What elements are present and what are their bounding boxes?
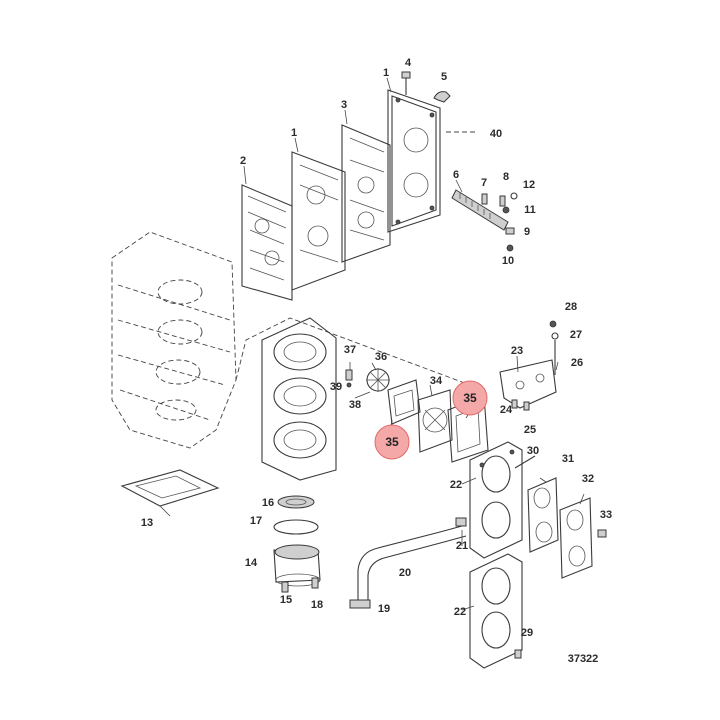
callout-label-18: 18 <box>311 599 323 611</box>
callout-label-14: 14 <box>245 557 258 569</box>
callout-label-4: 4 <box>405 57 412 69</box>
leader-lines <box>243 77 585 611</box>
reed-plate-34 <box>417 389 453 453</box>
gasket-38-35a <box>387 379 421 425</box>
callout-label-39: 39 <box>330 381 342 393</box>
rail-6 <box>451 189 509 231</box>
callout-label-7: 7 <box>481 177 487 189</box>
callout-label-26: 26 <box>571 357 583 369</box>
throttle-body-22-upper <box>469 441 523 559</box>
callout-label-19: 19 <box>378 603 390 615</box>
callout-label-29: 29 <box>521 627 533 639</box>
bolt-29-30-33 <box>514 455 607 659</box>
small-parts-7-12 <box>481 192 518 252</box>
callout-label-38: 38 <box>349 399 361 411</box>
callout-label-34: 34 <box>430 375 443 387</box>
callout-label-10: 10 <box>502 255 514 267</box>
seal-16 <box>277 495 315 509</box>
gasket-31 <box>527 477 559 553</box>
gasket-2 <box>241 184 293 301</box>
callout-labels: 1 1 2 3 4 5 6 7 8 9 10 11 12 13 14 15 16… <box>141 57 612 639</box>
callout-label-24: 24 <box>500 404 513 416</box>
callout-label-28: 28 <box>565 301 577 313</box>
callout-label-5: 5 <box>441 71 447 83</box>
engine-block <box>111 231 471 449</box>
callout-label-1: 1 <box>291 127 297 139</box>
callout-label-36: 36 <box>375 351 387 363</box>
callout-label-12: 12 <box>523 179 535 191</box>
intake-manifold <box>261 317 337 481</box>
callout-label-27: 27 <box>570 329 582 341</box>
callout-label-16: 16 <box>262 497 274 509</box>
callout-label-9: 9 <box>524 226 530 238</box>
callout-label-21: 21 <box>456 540 468 552</box>
callout-label-40: 40 <box>490 128 502 140</box>
callout-label-35: 35 <box>385 435 399 449</box>
callout-label-31: 31 <box>562 453 574 465</box>
callout-label-20: 20 <box>399 567 411 579</box>
gasket-13 <box>120 469 220 517</box>
callout-label-17: 17 <box>250 515 262 527</box>
screw-24-25 <box>511 399 530 411</box>
figure-number: 37322 <box>568 653 599 665</box>
reed-petals-36 <box>366 368 390 392</box>
housing-14 <box>273 544 321 587</box>
callout-label-15: 15 <box>280 594 292 606</box>
callout-label-25: 25 <box>524 424 536 436</box>
callout-label-8: 8 <box>503 171 509 183</box>
fitting-19-21 <box>349 517 467 609</box>
callout-label-32: 32 <box>582 473 594 485</box>
gasket-3 <box>341 124 391 263</box>
screw-37-39 <box>345 369 353 388</box>
callout-label-30: 30 <box>527 445 539 457</box>
callout-label-35: 35 <box>463 391 477 405</box>
bolt-15-18 <box>281 577 319 593</box>
highlight-35-left[interactable]: 35 <box>374 424 410 460</box>
callout-label-23: 23 <box>511 345 523 357</box>
gasket-1-lower <box>291 151 346 291</box>
callout-label-37: 37 <box>344 344 356 356</box>
throttle-body-22-lower <box>469 553 523 669</box>
callout-label-33: 33 <box>600 509 612 521</box>
fitting-5 <box>433 91 451 103</box>
o-ring-17 <box>273 519 319 535</box>
hose-20 <box>357 525 467 600</box>
callout-label-3: 3 <box>341 99 347 111</box>
highlight-35-right[interactable]: 35 <box>452 380 488 416</box>
cover-32 <box>559 497 593 579</box>
bracket-23 <box>499 359 557 409</box>
screw-26-27-28 <box>549 320 559 375</box>
bolt-4 <box>401 71 411 95</box>
callout-label-2: 2 <box>240 155 246 167</box>
cover-1-upper <box>387 89 441 233</box>
callout-label-13: 13 <box>141 517 153 529</box>
callout-label-1: 1 <box>383 67 389 79</box>
callout-label-22: 22 <box>454 606 466 618</box>
callout-label-11: 11 <box>524 204 536 216</box>
callout-label-6: 6 <box>453 169 459 181</box>
callout-label-22: 22 <box>450 479 462 491</box>
